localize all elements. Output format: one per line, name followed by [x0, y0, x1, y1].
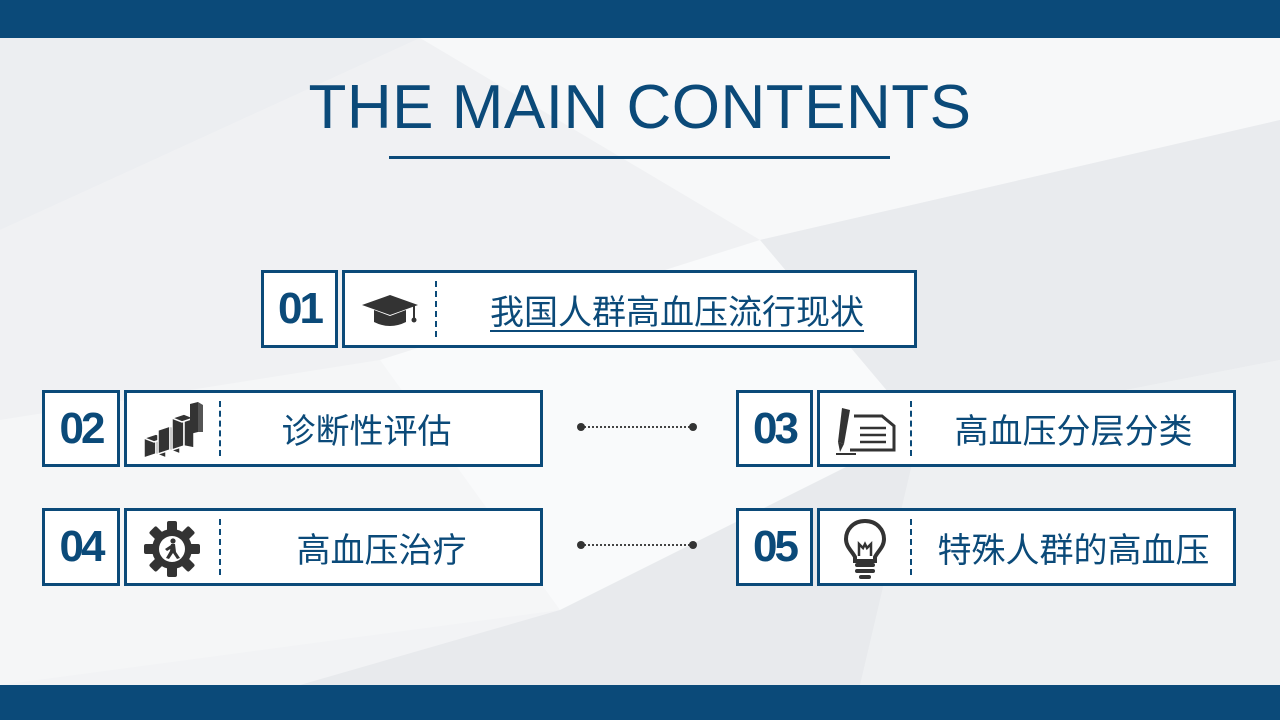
item-04-divider: [219, 519, 221, 575]
connector-line: [581, 426, 693, 428]
item-02-card[interactable]: 诊断性评估: [124, 390, 543, 467]
pen-paper-icon: [826, 399, 904, 463]
item-number-01: 01: [261, 270, 338, 348]
connector-04-05: [577, 540, 697, 550]
item-03-card[interactable]: 高血压分层分类: [817, 390, 1236, 467]
item-05-label[interactable]: 特殊人群的高血压: [937, 530, 1210, 571]
item-01-card[interactable]: 我国人群高血压流行现状: [342, 270, 917, 348]
item-02-label[interactable]: 诊断性评估: [281, 412, 452, 452]
connector-dot: [577, 541, 585, 549]
connector-02-03: [577, 422, 697, 432]
page-title: THE MAIN CONTENTS: [308, 73, 972, 142]
item-03-divider: [910, 401, 912, 456]
connector-dot: [689, 423, 697, 431]
title-underline: [389, 156, 890, 159]
item-number-02: 02: [42, 390, 120, 467]
graduation-cap-icon: [351, 279, 429, 343]
item-number-04: 04: [42, 508, 120, 586]
item-05-divider: [910, 519, 912, 575]
item-number-03: 03: [736, 390, 813, 467]
item-04-label[interactable]: 高血压治疗: [296, 530, 467, 571]
gear-runner-icon: [133, 517, 211, 581]
item-01-divider: [435, 281, 437, 337]
bar-blocks-icon: [133, 399, 211, 463]
item-number-05: 05: [736, 508, 813, 586]
item-01-label[interactable]: 我国人群高血压流行现状: [490, 292, 864, 333]
light-bulb-icon: [826, 517, 904, 581]
item-05-card[interactable]: 特殊人群的高血压: [817, 508, 1236, 586]
connector-line: [581, 544, 693, 546]
item-04-card[interactable]: 高血压治疗: [124, 508, 543, 586]
item-02-divider: [219, 401, 221, 456]
connector-dot: [689, 541, 697, 549]
item-03-label[interactable]: 高血压分层分类: [954, 412, 1193, 452]
top-banner: [0, 0, 1280, 38]
connector-dot: [577, 423, 585, 431]
bottom-banner: [0, 685, 1280, 720]
